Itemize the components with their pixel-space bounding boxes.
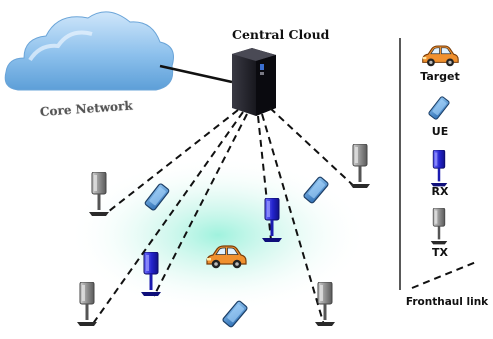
- legend-ue-icon: [427, 95, 451, 121]
- legend-rx-label: RX: [431, 185, 449, 198]
- tx-antenna-icon: [76, 282, 98, 327]
- server-icon: [232, 48, 276, 116]
- legend-ue-label: UE: [431, 125, 449, 138]
- legend-car-icon: [422, 45, 459, 67]
- legend-fronthaul-line: [411, 261, 477, 289]
- cloud-icon: [4, 11, 174, 91]
- tx-antenna-icon: [349, 144, 371, 189]
- fronthaul-links: [91, 107, 357, 326]
- fronthaul-link-rx-left: [153, 113, 248, 297]
- fronthaul-link-tx-bottom-left: [91, 111, 244, 326]
- legend-target-label: Target: [420, 70, 460, 83]
- legend-tx-icon: [430, 208, 448, 245]
- central-cloud-label: Central Cloud: [232, 27, 330, 42]
- legend-tx-label: TX: [432, 246, 448, 259]
- fronthaul-link-tx-left: [103, 109, 239, 216]
- coverage-area: [68, 157, 368, 313]
- fronthaul-link-tx-right: [269, 107, 357, 189]
- fronthaul-link-rx-center: [257, 115, 272, 241]
- legend-rx-icon: [430, 150, 448, 187]
- core-link: [159, 64, 233, 84]
- legend-fronthaul-label: Fronthaul link: [405, 296, 489, 308]
- fronthaul-link-tx-bottom-right: [261, 113, 325, 326]
